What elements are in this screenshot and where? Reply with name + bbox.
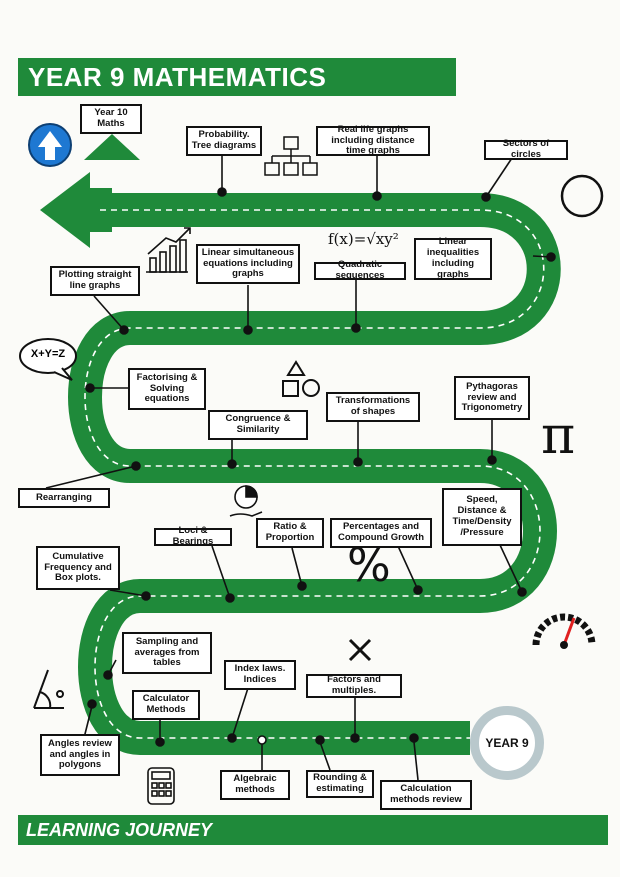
topic-pythagoras: Pythagoras review and Trigonometry — [454, 376, 530, 420]
topic-ratio: Ratio & Proportion — [256, 518, 324, 548]
bar-chart-icon — [146, 227, 191, 273]
multiply-icon — [348, 638, 372, 662]
topic-index: Index laws. Indices — [224, 660, 296, 690]
topic-percentages: Percentages and Compound Growth — [330, 518, 432, 548]
calculator-icon — [147, 767, 175, 805]
equation-bubble-icon — [19, 338, 77, 381]
topic-sectors: Sectors of circles — [484, 138, 568, 160]
year10-arrow-icon — [84, 134, 140, 160]
percent-symbol: % — [347, 538, 391, 592]
speedometer-icon — [532, 613, 596, 649]
topic-calculation: Calculation methods review — [380, 780, 472, 810]
shapes-icon — [282, 360, 320, 397]
topic-transformations: Transformations of shapes — [326, 392, 420, 422]
topic-calculator: Calculator Methods — [132, 690, 200, 720]
topic-loci: Loci & Bearings — [154, 525, 232, 547]
topic-rounding: Rounding & estimating — [306, 770, 374, 798]
topic-algebraic: Algebraic methods — [220, 770, 290, 800]
road-centerline — [84, 209, 545, 739]
angle-icon — [33, 669, 64, 709]
topic-rearranging: Rearranging — [18, 488, 110, 508]
topic-probability: Probability. Tree diagrams — [186, 126, 262, 156]
topic-year10: Year 10 Maths — [80, 104, 142, 134]
topic-inequalities: Linear inequalities including graphs — [414, 236, 492, 280]
topic-real-life-graphs: Real life graphs including distance time… — [316, 124, 430, 156]
topic-sampling: Sampling and averages from tables — [122, 632, 212, 674]
topic-factors: Factors and multiples. — [306, 674, 402, 698]
footer-banner: LEARNING JOURNEY — [18, 815, 608, 845]
topic-quadratic: Quadratic sequences — [314, 259, 406, 281]
topic-angles: Angles review and angles in polygons — [40, 734, 120, 776]
pie-chart-icon — [229, 485, 263, 517]
function-formula: f(x)=√xy² — [328, 230, 399, 248]
topic-congruence: Congruence & Similarity — [208, 410, 308, 440]
topic-factorising: Factorising & Solving equations — [128, 368, 206, 410]
circle-shape-icon — [560, 174, 604, 218]
topic-cumulative: Cumulative Frequency and Box plots. — [36, 546, 120, 590]
equation-bubble-text: X+Y=Z — [30, 348, 66, 360]
topic-speed: Speed, Distance & Time/Density /Pressure — [442, 488, 522, 546]
topic-straight-line: Plotting straight line graphs — [50, 266, 140, 296]
start-year9-badge: YEAR 9 — [470, 706, 544, 780]
road-arrowhead — [40, 172, 112, 248]
pi-symbol: π — [541, 406, 576, 466]
tree-diagram-icon — [264, 136, 318, 176]
topic-simultaneous: Linear simultaneous equations including … — [196, 244, 300, 284]
page-title: YEAR 9 MATHEMATICS — [18, 58, 456, 96]
